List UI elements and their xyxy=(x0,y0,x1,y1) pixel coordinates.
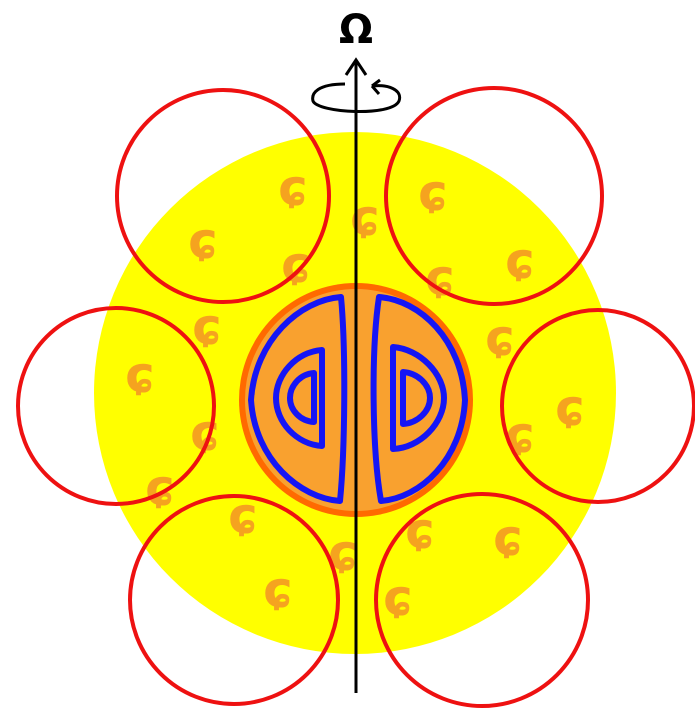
swirl-icon: ɕ xyxy=(505,406,535,464)
swirl-icon: ɕ xyxy=(418,164,448,222)
swirl-icon: ɕ xyxy=(405,502,435,560)
swirl-icon: ɕ xyxy=(263,561,293,619)
swirl-icon: ɕ xyxy=(188,212,218,270)
swirl-icon: ɕ xyxy=(555,379,585,437)
swirl-icon: ɕ xyxy=(505,232,535,290)
swirl-icon: ɕ xyxy=(278,159,308,217)
swirl-icon: ɕ xyxy=(281,236,311,294)
swirl-icon: ɕ xyxy=(485,309,515,367)
swirl-icon: ɕ xyxy=(425,249,455,307)
angular-velocity-label: Ω xyxy=(339,7,373,53)
swirl-icon: ɕ xyxy=(125,346,155,404)
swirl-icon: ɕ xyxy=(383,569,413,627)
swirl-icon: ɕ xyxy=(493,509,523,567)
